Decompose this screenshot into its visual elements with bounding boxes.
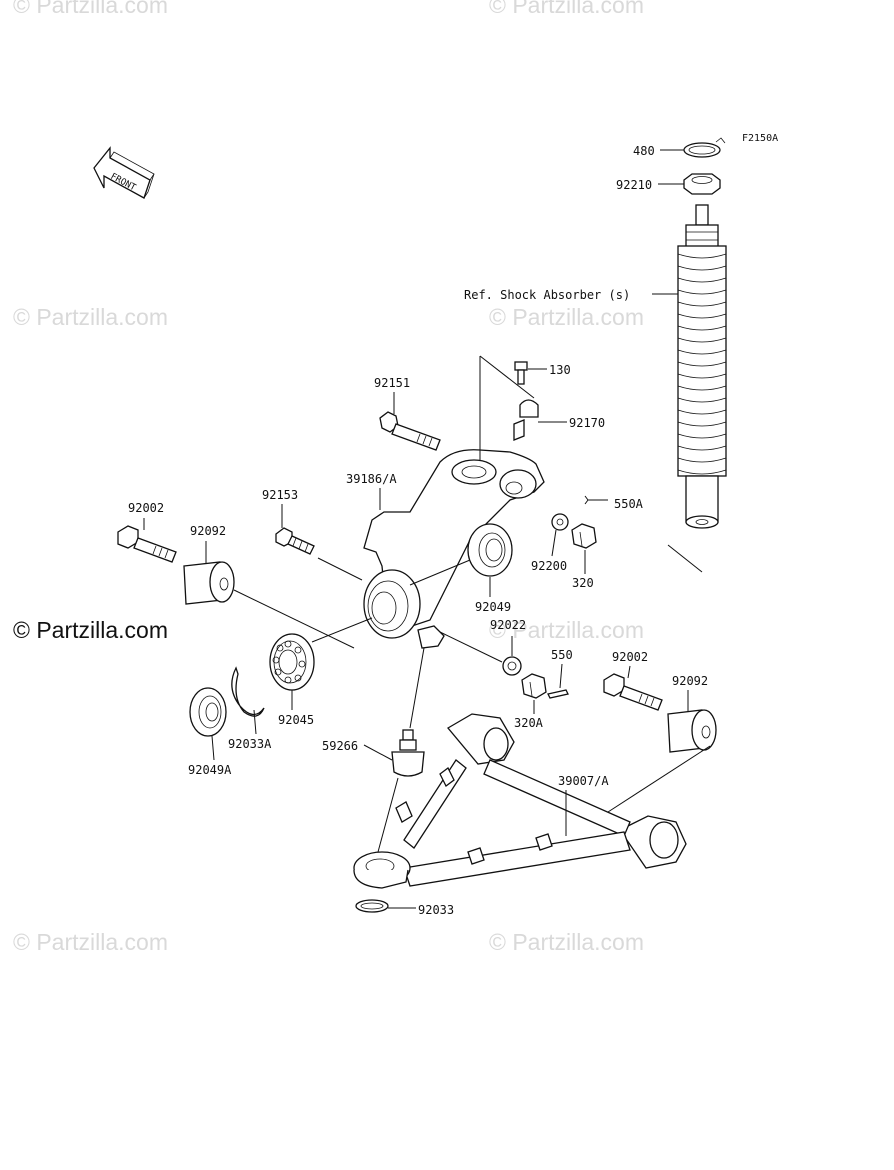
shock-absorber: [667, 137, 727, 573]
part-label-550A: 550A: [614, 497, 644, 511]
part-label-92200: 92200: [531, 559, 567, 573]
watermark: © Partzilla.com: [13, 0, 168, 18]
part-label-39186: 39186/A: [346, 472, 397, 486]
part-label-130: 130: [549, 363, 571, 377]
part-label-92170: 92170: [569, 416, 605, 430]
watermark: © Partzilla.com: [489, 304, 644, 330]
part-label-92049A: 92049A: [188, 763, 232, 777]
part-label-92092: 92092: [190, 524, 226, 538]
part-label-92002: 92002: [128, 501, 164, 515]
part-label-92153: 92153: [262, 488, 298, 502]
part-label-320: 320: [572, 576, 594, 590]
part-label-59266: 59266: [322, 739, 358, 753]
figure-code: F2150A: [742, 133, 778, 144]
shock-reference-label: Ref. Shock Absorber (s): [464, 288, 630, 302]
part-label-92210: 92210: [616, 178, 652, 192]
part-label-39007: 39007/A: [558, 774, 609, 788]
front-arrow-icon: FRONT: [93, 146, 155, 199]
watermark: © Partzilla.com: [13, 929, 168, 955]
part-label-480: 480: [633, 144, 655, 158]
bushing-92092-left: [183, 561, 235, 605]
part-label-92049: 92049: [475, 600, 511, 614]
watermark: © Partzilla.com: [489, 0, 644, 18]
watermark: © Partzilla.com: [13, 304, 168, 330]
part-label-92033: 92033: [418, 903, 454, 917]
seal-92049A: [189, 687, 227, 737]
shock-spring: [677, 245, 727, 477]
bearing-92045: [269, 633, 315, 691]
bolt-92153: [275, 527, 315, 555]
part-label-92045: 92045: [278, 713, 314, 727]
part-label-92092-right: 92092: [672, 674, 708, 688]
part-label-92151: 92151: [374, 376, 410, 390]
ball-joint-59266: [391, 729, 425, 777]
bolt-92002-left: [117, 525, 177, 563]
bolt-92002-right: [603, 673, 663, 711]
watermark: © Partzilla.com: [489, 929, 644, 955]
bolt-92151: [379, 411, 441, 451]
part-label-92002-right: 92002: [612, 650, 648, 664]
part-label-320A: 320A: [514, 716, 544, 730]
part-label-92033A: 92033A: [228, 737, 272, 751]
steering-knuckle: [363, 355, 545, 649]
watermark-main: © Partzilla.com: [13, 617, 168, 643]
part-label-550: 550: [551, 648, 573, 662]
part-label-92022: 92022: [490, 618, 526, 632]
a-arm: [353, 713, 687, 889]
bushing-92092-right: [667, 709, 717, 753]
watermark: © Partzilla.com: [489, 617, 644, 643]
